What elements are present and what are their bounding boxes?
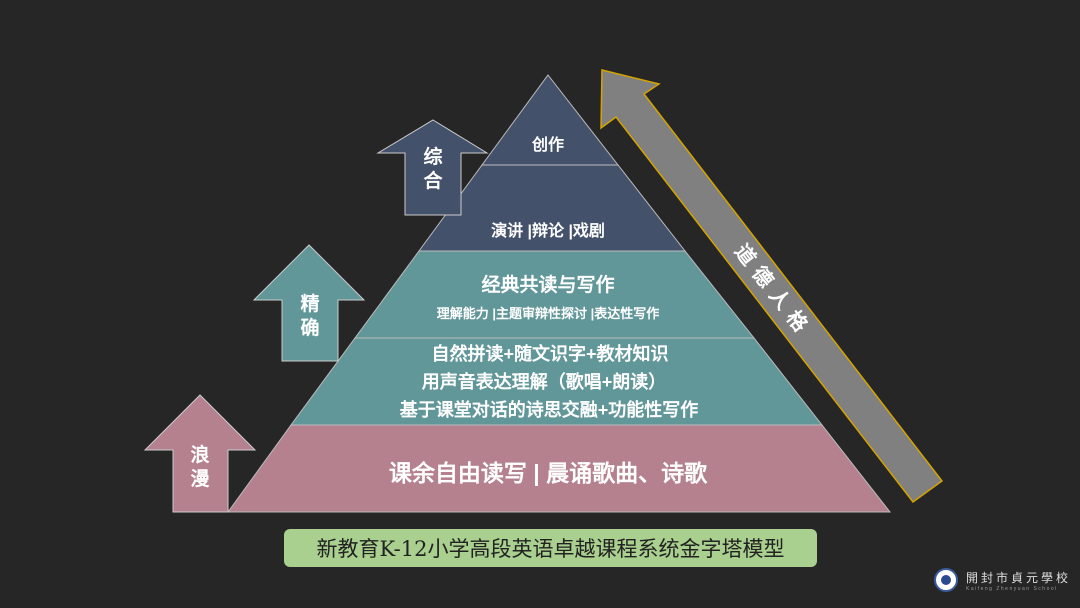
school-emblem-icon xyxy=(934,568,958,592)
diagram-caption: 新教育K-12小学高段英语卓越课程系统金字塔模型 xyxy=(284,529,817,567)
layer-4-line-1: 自然拼读+随文识字+教材知识 xyxy=(431,344,669,364)
layer-2-text: 演讲 |辩论 |戏剧 xyxy=(491,223,605,240)
moral-arrow-icon xyxy=(600,69,944,504)
stage-label-langman: 浪漫 xyxy=(190,445,210,490)
layer-3-title: 经典共读与写作 xyxy=(481,275,615,296)
layer-4-line-3: 基于课堂对话的诗思交融+功能性写作 xyxy=(399,400,699,420)
school-name: 開封市貞元學校 xyxy=(966,570,1072,585)
arrow-up-icon xyxy=(143,394,257,513)
layer-5-text: 课余自由读写 | 晨诵歌曲、诗歌 xyxy=(388,460,708,486)
school-subtitle: Kaifeng Zhenyuan School xyxy=(966,585,1058,592)
layer-4-line-2: 用声音表达理解（歌唱+朗读） xyxy=(421,372,667,392)
arrow-up-icon xyxy=(376,119,489,216)
stage-label-jingque: 精确 xyxy=(300,294,320,339)
school-logo: 開封市貞元學校 Kaifeng Zhenyuan School xyxy=(934,568,1071,592)
layer-3-subtitle: 理解能力 |主题审辩性探讨 |表达性写作 xyxy=(436,306,660,321)
arrow-up-icon xyxy=(252,244,366,362)
layer-1-text: 创作 xyxy=(531,137,565,154)
pyramid-layer-5 xyxy=(227,424,892,513)
stage-label-zonghe: 综合 xyxy=(423,147,443,192)
